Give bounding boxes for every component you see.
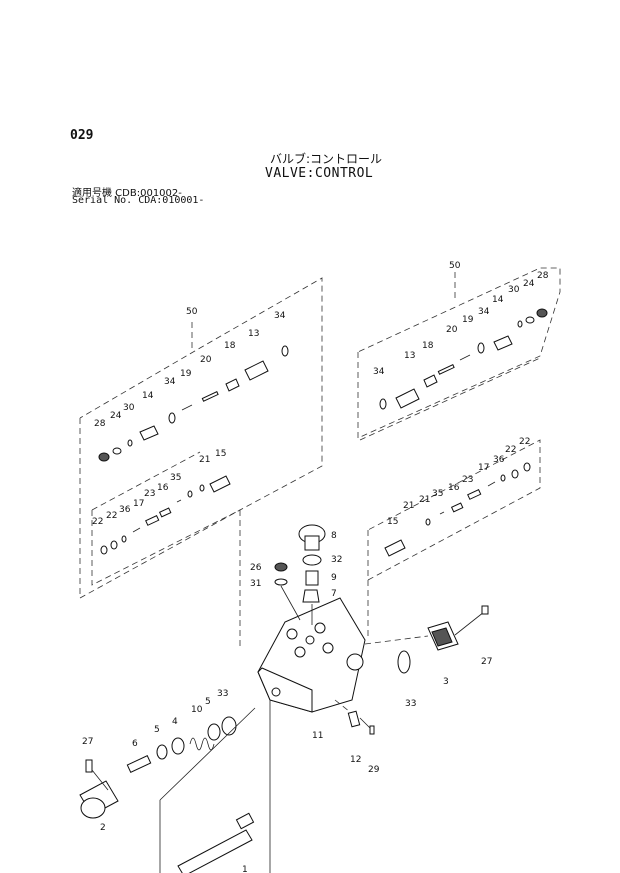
callout: 5 [154,725,160,735]
title-english: VALVE:CONTROL [265,166,374,181]
callout: 29 [368,765,380,775]
callout: 32 [331,555,342,565]
callout: 1 [242,865,248,873]
callout: 11 [312,731,323,741]
lower-right-parts [334,699,375,735]
page-number: 029 [70,128,94,143]
callout: 6 [132,739,138,749]
callout: 28 [94,419,106,429]
callout: 28 [537,271,549,281]
left-assembly-parts [98,345,289,555]
callout: 34 [164,377,176,387]
callout: 20 [446,325,458,335]
callout: 22 [519,437,530,447]
callout: 36 [493,455,505,465]
callout: 14 [492,295,504,305]
callout: 30 [123,403,135,413]
callout: 14 [142,391,154,401]
right-assembly-frame [357,267,561,640]
callout: 18 [422,341,434,351]
callout: 34 [478,307,490,317]
callout: 23 [462,475,473,485]
callout: 33 [405,699,416,709]
callout: 10 [191,705,203,715]
serial-english: Serial No. CDA:010001- [72,195,205,206]
callout: 22 [106,511,117,521]
callout: 21 [403,501,414,511]
callout: 24 [523,279,535,289]
callout: 19 [180,369,192,379]
lower-left-parts [79,700,271,873]
callout: 13 [404,351,415,361]
callout: 19 [462,315,474,325]
callout: 17 [133,499,144,509]
callout: 22 [505,445,516,455]
callout: 7 [331,589,337,599]
callout: 50 [186,307,198,317]
callout: 27 [481,657,492,667]
callout: 31 [250,579,261,589]
title-japanese: バルブ:コントロール [270,152,383,166]
callout: 3 [443,677,449,687]
callout: 35 [432,489,443,499]
callout-labels: 50 50 28 24 30 14 34 19 20 18 13 34 22 2… [82,261,549,873]
serial-japanese: 適用号機 CDB:001002- [72,188,182,199]
callout: 21 [419,495,430,505]
callout: 22 [92,517,103,527]
left-assembly-frame [79,277,323,650]
callout: 34 [274,311,286,321]
callout: 30 [508,285,520,295]
callout: 24 [110,411,122,421]
right-assembly-parts [379,308,548,557]
valve-body [257,524,366,713]
callout: 16 [448,483,460,493]
callout: 36 [119,505,131,515]
callout: 4 [172,717,178,727]
callout: 17 [478,463,489,473]
callout: 13 [248,329,259,339]
callout: 35 [170,473,181,483]
callout: 12 [350,755,361,765]
callout: 34 [373,367,385,377]
right-side-parts [364,605,489,674]
callout: 23 [144,489,155,499]
callout: 20 [200,355,212,365]
callout: 2 [100,823,106,833]
callout: 15 [215,449,226,459]
callout: 21 [199,455,210,465]
callout: 9 [331,573,337,583]
callout: 18 [224,341,236,351]
callout: 16 [157,483,169,493]
callout: 8 [331,531,337,541]
callout: 27 [82,737,93,747]
callout: 15 [387,517,398,527]
callout: 26 [250,563,262,573]
callout: 33 [217,689,228,699]
callout: 50 [449,261,461,271]
callout: 5 [205,697,211,707]
